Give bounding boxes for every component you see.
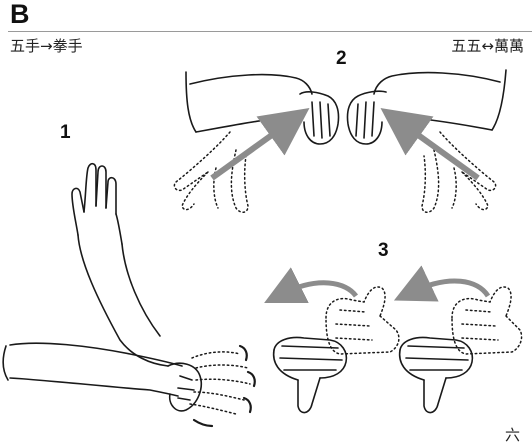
- figure-2-right-arm: [347, 70, 506, 144]
- figure-1-ghost-hand: [190, 352, 250, 414]
- page-number: 六: [505, 426, 520, 444]
- step-3-label: 3: [378, 240, 389, 262]
- figure-2-left-arm: [186, 72, 339, 144]
- figure-1-motion-ticks: [194, 346, 255, 426]
- step-2-label: 2: [336, 48, 347, 70]
- figure-3-ghost-thumbs: [326, 287, 522, 354]
- step-1-label: 1: [60, 122, 71, 144]
- figure-3-hands-down: [274, 338, 473, 413]
- figure-1-raised-arm: [3, 164, 201, 411]
